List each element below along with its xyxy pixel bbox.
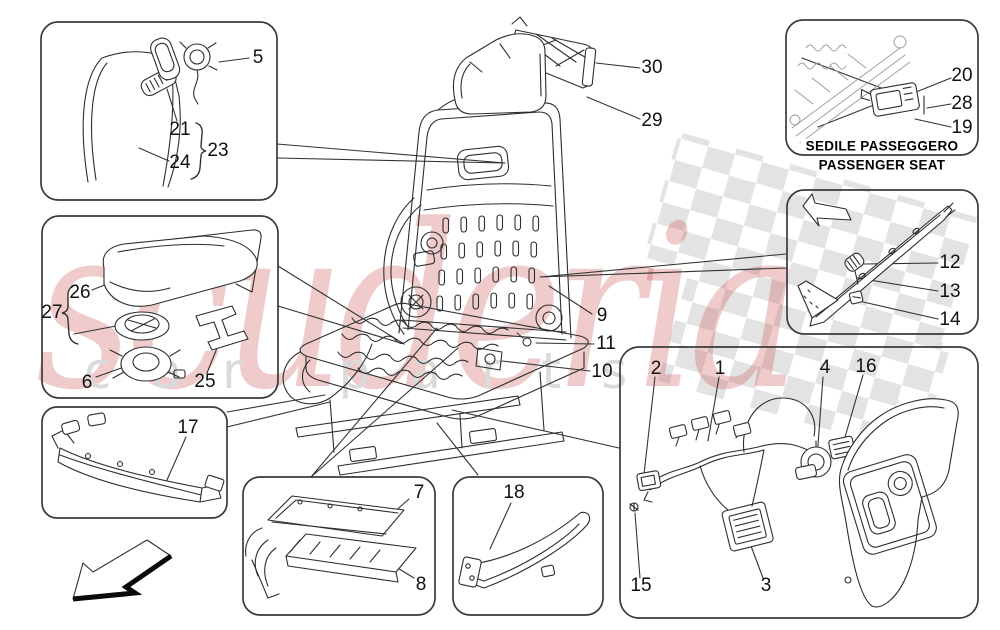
bracket-29-30-drawing: [452, 16, 597, 115]
module-7-icon: [267, 495, 405, 537]
callout-18: 18: [503, 482, 525, 503]
callout-6: 6: [81, 372, 93, 393]
callout-13: 13: [939, 281, 961, 302]
box-passenger-seat: [785, 19, 979, 156]
clamp-icon: [844, 252, 865, 272]
callout-8: 8: [415, 574, 427, 595]
callout-26: 26: [69, 282, 91, 303]
callout-29: 29: [641, 110, 663, 131]
trim-rail-drawing: [797, 193, 956, 327]
callout-5: 5: [252, 47, 264, 68]
callout-10: 10: [591, 361, 613, 382]
callout-19: 19: [951, 117, 973, 138]
callout-25: 25: [194, 371, 216, 392]
box-backrest-panel: [40, 21, 278, 201]
seat-cushion-drawing: [282, 302, 589, 476]
callout-11: 11: [596, 333, 616, 354]
connector-3-icon: [721, 501, 774, 552]
callout-24: 24: [169, 152, 191, 173]
callout-17: 17: [177, 417, 199, 438]
callout-30: 30: [641, 57, 663, 78]
locator-lines: [226, 57, 885, 478]
wire-frame-drawing: [458, 511, 591, 589]
seat-module-drawing: [245, 495, 417, 599]
cushion-springs: [337, 317, 509, 380]
seat-switch-icon: [862, 491, 896, 535]
connector-2-icon: [636, 470, 662, 492]
callout-12: 12: [939, 252, 961, 273]
small-arrow-icon: [802, 193, 852, 227]
callout-16: 16: [855, 356, 877, 377]
box-seat-module: [242, 476, 436, 616]
callout-4: 4: [819, 357, 831, 378]
blower-icon: [120, 346, 172, 382]
lumbar-plate-icon: [456, 145, 510, 181]
passenger-seat-drawing: [789, 35, 925, 144]
callout-20: 20: [951, 65, 973, 86]
callout-15: 15: [630, 575, 652, 596]
cushion-parts-drawing: [102, 229, 262, 382]
caption-sedile-passeggero: SEDILE PASSEGGERO: [800, 138, 964, 154]
box-cushion-parts: [41, 215, 279, 399]
callout-1: 1: [714, 358, 726, 379]
seat-ecu-icon: [870, 82, 920, 117]
backrest-panel-drawing: [82, 37, 218, 188]
bracket-27: [61, 284, 79, 345]
bracket-23: [190, 122, 207, 180]
box-support-bracket: [41, 406, 228, 519]
callout-27: 27: [41, 302, 63, 323]
panel-boxes: [40, 19, 979, 619]
bolt-11-icon: [522, 337, 532, 347]
recliner-disc-icon: [400, 286, 432, 318]
callout-9: 9: [596, 305, 608, 326]
support-bracket-drawing: [51, 412, 225, 503]
callout-3: 3: [760, 575, 772, 596]
callout-7: 7: [413, 482, 425, 503]
callout-14: 14: [939, 309, 961, 330]
box-trim-rail: [786, 189, 979, 335]
wiring-harness-drawing: [629, 397, 959, 608]
callout-2: 2: [650, 358, 662, 379]
direction-arrow-icon: [72, 539, 173, 602]
knob-icon: [887, 470, 913, 497]
seat-rail-icon: [295, 395, 521, 438]
callout-23: 23: [207, 140, 229, 161]
strap-icon: [195, 305, 249, 351]
box-wiring-harness: [619, 346, 979, 619]
backrest-carrier-29-icon: [452, 33, 547, 115]
callout-28: 28: [951, 93, 973, 114]
callout-21: 21: [169, 119, 191, 140]
seat-side-trim-drawing: [838, 398, 959, 608]
caption-passenger-seat: PASSENGER SEAT: [818, 157, 946, 173]
box-wire-frame: [452, 476, 604, 616]
